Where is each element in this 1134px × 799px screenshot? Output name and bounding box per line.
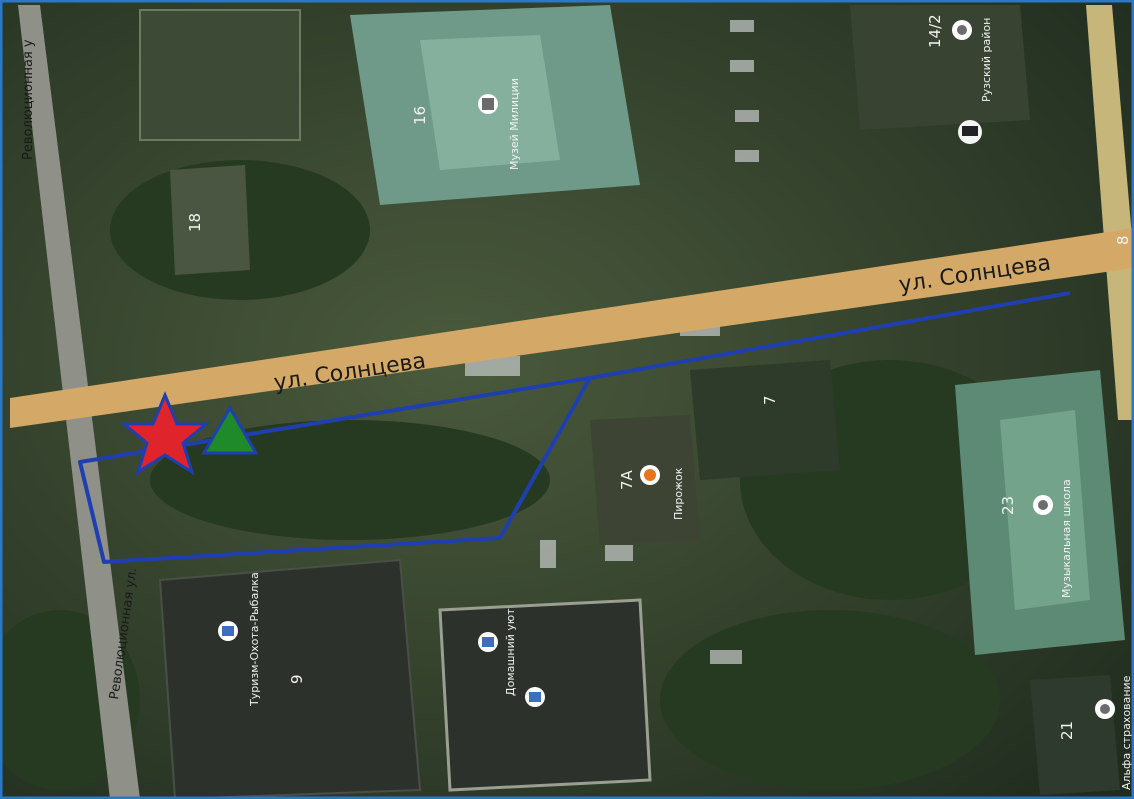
poi-label-pirozhok: Пирожок (672, 467, 685, 520)
street-label-revolyutsionnaya-top: Революционная у (21, 39, 36, 160)
building-number-18: 18 (186, 213, 204, 232)
insurance-icon[interactable] (1095, 699, 1115, 719)
poi-label-music-school: Музыкальная школа (1060, 479, 1073, 598)
poi-label-alfa: Альфа страхование (1120, 675, 1133, 790)
building-number-9: 9 (288, 674, 306, 684)
museum-icon[interactable] (478, 94, 498, 114)
star-marker[interactable] (119, 391, 211, 476)
shop-icon-home-2[interactable] (525, 687, 545, 707)
building-number-16: 16 (411, 106, 429, 125)
poi-label-tourism: Туризм-Охота-Рыбалка (248, 572, 261, 707)
building-number-7: 7 (761, 395, 779, 405)
poi-label-home-comfort: Домашний уют (504, 608, 517, 696)
cafe-icon[interactable] (640, 465, 660, 485)
triangle-marker[interactable] (201, 405, 259, 455)
shop-icon-home[interactable] (478, 632, 498, 652)
right-street (1086, 5, 1134, 420)
building-number-14-2: 14/2 (926, 14, 944, 48)
building-number-21: 21 (1058, 721, 1076, 740)
poi-label-district: Рузский район (980, 18, 993, 102)
district-icon[interactable] (952, 20, 972, 40)
building-number-8: 8 (1114, 235, 1132, 245)
site-boundary (78, 291, 1071, 564)
solntseva-street[interactable] (10, 228, 1134, 428)
music-school-icon[interactable] (1033, 495, 1053, 515)
car-icon (958, 120, 982, 144)
shop-icon-tourism[interactable] (218, 621, 238, 641)
building-number-23: 23 (999, 496, 1017, 515)
poi-label-museum: Музей Милиции (508, 78, 521, 170)
building-number-7a: 7А (618, 469, 636, 490)
